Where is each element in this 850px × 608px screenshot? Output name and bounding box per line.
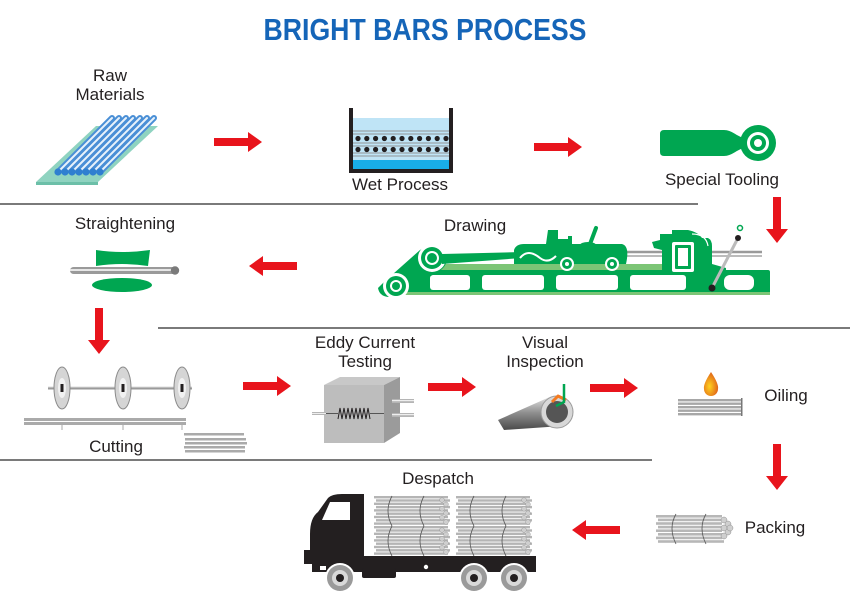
flow-arrow-oiling-to-packing <box>766 444 788 490</box>
die-tool-icon <box>660 125 776 161</box>
bar-end-dot <box>425 146 431 153</box>
step-label-oiling: Oiling <box>764 386 808 405</box>
pipe-inspection-icon <box>498 384 574 430</box>
saw-blade <box>53 366 71 410</box>
eddy-current-box-icon <box>312 377 414 443</box>
bar-end-dot <box>443 135 449 142</box>
bar-end-dot <box>381 146 387 153</box>
flow-arrow-eddy-to-visual <box>428 377 476 397</box>
bar-end-dot <box>355 135 361 142</box>
step-label-cutting: Cutting <box>89 437 143 456</box>
step-label-visual-inspection: Visual Inspection <box>506 333 584 371</box>
rods-on-tray-icon <box>36 115 158 185</box>
step-label-wet-process: Wet Process <box>351 175 449 194</box>
flow-arrow-packing-to-despatch <box>572 520 620 540</box>
drawbench-icon <box>378 224 770 299</box>
bar-end-dot <box>417 146 423 153</box>
step-label-drawing: Drawing <box>443 216 507 235</box>
row-divider-2 <box>158 327 850 329</box>
bar-end-dot <box>425 135 431 142</box>
step-label-special-tooling: Special Tooling <box>664 170 780 189</box>
oil-drop-bars-icon <box>678 372 743 416</box>
bar-end-dot <box>390 135 396 142</box>
flow-arrow-raw-to-wet <box>214 132 262 152</box>
bar-end-dot <box>417 135 423 142</box>
bar-bundle <box>456 525 532 557</box>
wet-tank-icon <box>349 108 453 173</box>
saw-blade <box>173 366 191 410</box>
bar-end-dot <box>373 135 379 142</box>
flow-arrow-tooling-to-drawing <box>766 197 788 243</box>
row-divider-1 <box>0 203 698 205</box>
step-label-raw-materials: Raw Materials <box>75 66 145 104</box>
bar-end-dot <box>381 135 387 142</box>
bar-bundle-icon <box>656 513 734 545</box>
bar-end-dot <box>408 146 414 153</box>
step-label-straightening: Straightening <box>74 214 176 233</box>
truck-icon <box>304 494 536 593</box>
bar-end-dot <box>434 135 440 142</box>
bar-end-dot <box>434 146 440 153</box>
bar-bundle <box>456 495 532 527</box>
flow-arrow-wet-to-tooling <box>534 137 582 157</box>
cutting-saw-icon <box>24 366 247 453</box>
straightening-rolls-icon <box>70 250 180 292</box>
bar-end-dot <box>390 146 396 153</box>
bar-end-dot <box>355 146 361 153</box>
flow-arrow-cutting-to-eddy <box>243 376 291 396</box>
flow-arrow-straightening-to-cutting <box>88 308 110 354</box>
bar-end-dot <box>364 135 370 142</box>
bar-end-dot <box>373 146 379 153</box>
saw-blade <box>114 366 132 410</box>
flow-arrow-visual-to-oiling <box>590 378 638 398</box>
bar-end-dot <box>364 146 370 153</box>
bar-end-dot <box>408 135 414 142</box>
flow-arrow-drawing-to-straightening <box>249 256 297 276</box>
bar-end-dot <box>399 135 405 142</box>
step-label-eddy-current-testing: Eddy Current Testing <box>314 333 416 371</box>
bar-bundle <box>374 525 450 557</box>
bar-end-dot <box>443 146 449 153</box>
row-divider-3 <box>0 459 652 461</box>
step-label-packing: Packing <box>744 518 806 537</box>
bar-bundle <box>374 495 450 527</box>
bar-end-dot <box>399 146 405 153</box>
diagram-title: BRIGHT BARS PROCESS <box>263 12 587 47</box>
step-label-despatch: Despatch <box>402 469 474 488</box>
